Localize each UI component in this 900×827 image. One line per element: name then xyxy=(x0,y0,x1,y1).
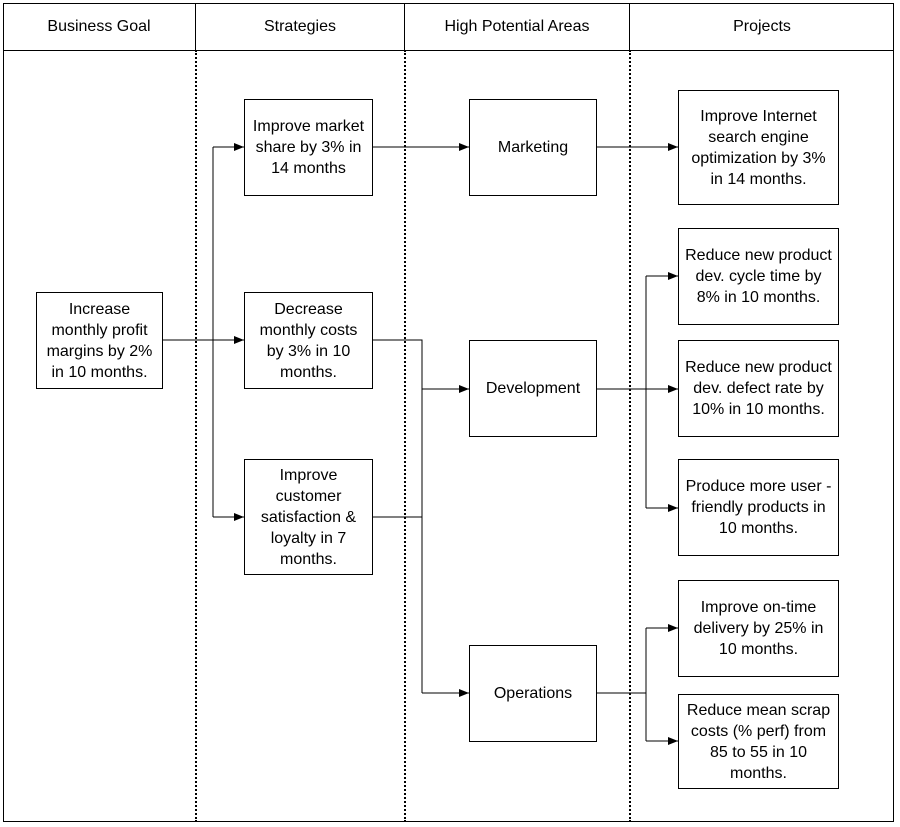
area-operations-box: Operations xyxy=(469,645,597,742)
project-seo-box: Improve Internet search engine optimizat… xyxy=(678,90,839,205)
goal-box: Increase monthly profit margins by 2% in… xyxy=(36,292,163,389)
header-projects: Projects xyxy=(733,18,791,35)
header-high-potential-areas: High Potential Areas xyxy=(444,18,590,35)
project-defect-rate-box: Reduce new product dev. defect rate by 1… xyxy=(678,340,839,437)
project-cycle-time-box: Reduce new product dev. cycle time by 8%… xyxy=(678,228,839,325)
project-scrap-box: Reduce mean scrap costs (% perf) from 85… xyxy=(678,694,839,789)
connector-costs-out xyxy=(373,339,423,693)
strategy-customer-box: Improve customer satisfaction & loyalty … xyxy=(244,459,373,575)
header-strategies: Strategies xyxy=(263,18,337,35)
area-marketing-box: Marketing xyxy=(469,99,597,196)
diagram-frame xyxy=(3,3,894,822)
project-delivery-box: Improve on-time delivery by 25% in 10 mo… xyxy=(678,580,839,677)
project-user-friendly-box: Produce more user -friendly products in … xyxy=(678,459,839,556)
header-business-goal: Business Goal xyxy=(47,18,151,35)
strategy-market-share-box: Improve market share by 3% in 14 months xyxy=(244,99,373,196)
strategy-costs-box: Decrease monthly costs by 3% in 10 month… xyxy=(244,292,373,389)
header-divider xyxy=(3,50,894,51)
area-development-box: Development xyxy=(469,340,597,437)
